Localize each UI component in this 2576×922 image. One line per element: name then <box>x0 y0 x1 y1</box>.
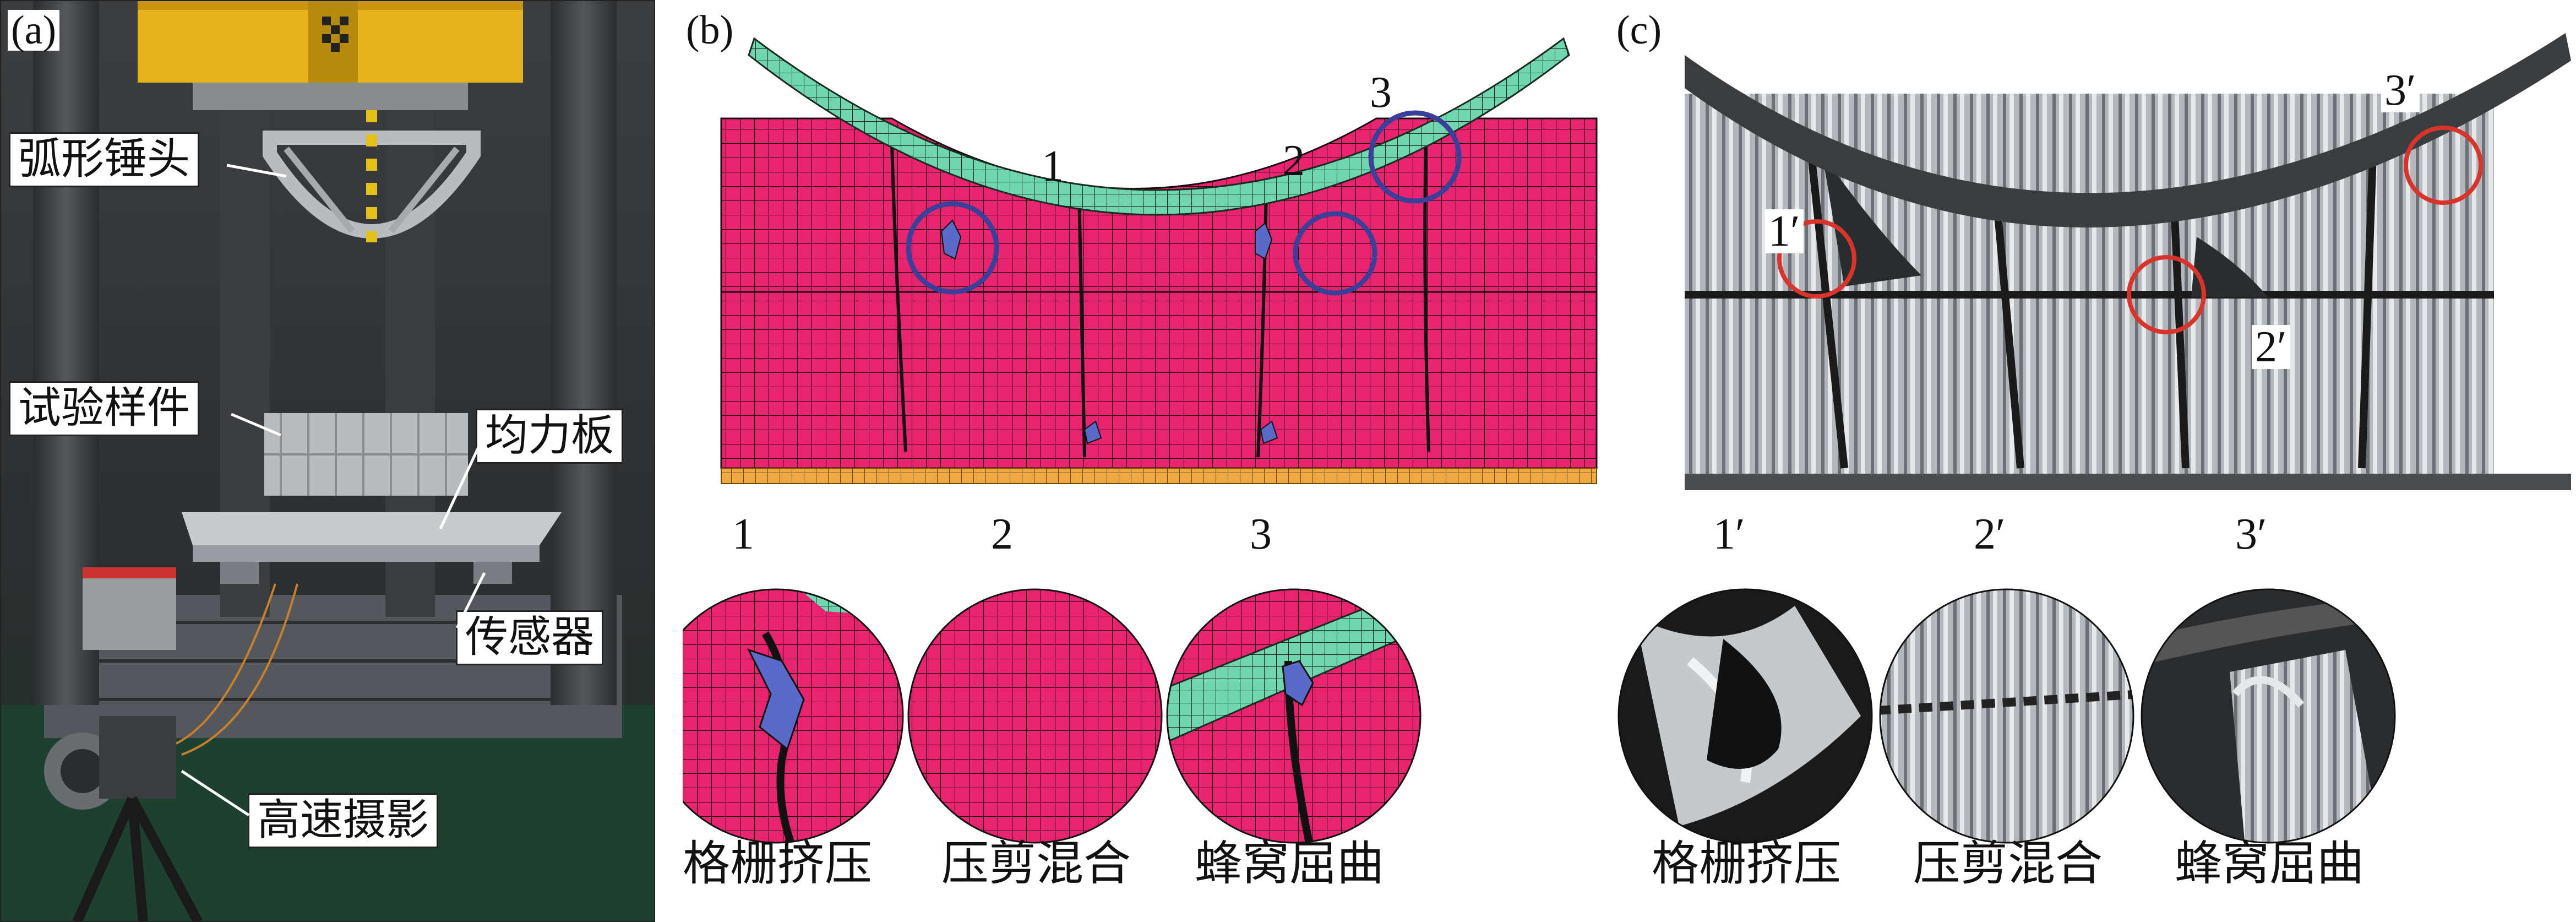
caption-b-2: 压剪混合 <box>941 836 1131 891</box>
callout-hammer: 弧形锤头 <box>9 132 200 187</box>
caption-c-2: 压剪混合 <box>1913 836 2103 891</box>
callout-sensor: 传感器 <box>456 610 604 665</box>
caption-c-1: 格栅挤压 <box>1652 836 1841 891</box>
detail-label-2-prime: 2′ <box>1974 510 2006 558</box>
detail-label-2: 2 <box>991 510 1013 558</box>
caption-b-1: 格栅挤压 <box>683 836 872 891</box>
marker-1: 1 <box>1042 142 1064 191</box>
panel-c-experiment: (c) 1′ 2′ 3′ 1′ 2′ 3′ 格栅挤压 压剪混合 蜂窝屈曲 <box>1613 0 2576 922</box>
caption-c-3: 蜂窝屈曲 <box>2175 836 2364 891</box>
panel-c-label: (c) <box>1613 10 1665 51</box>
fe-model-illustration <box>683 37 1598 844</box>
test-rig-illustration <box>0 0 655 922</box>
callout-plate: 均力板 <box>476 409 624 464</box>
detail-label-3: 3 <box>1250 510 1272 558</box>
detail-label-1-prime: 1′ <box>1713 510 1745 558</box>
panel-b-label: (b) <box>683 10 737 51</box>
marker-2: 2 <box>1283 137 1305 185</box>
callout-leader-lines <box>181 164 486 817</box>
marker-3-prime: 3′ <box>2381 68 2420 112</box>
detail-label-1: 1 <box>732 510 754 558</box>
marker-1-prime: 1′ <box>1765 209 1804 253</box>
panel-b-simulation: (b) 1 2 3 1 2 3 格栅挤压 压剪混合 蜂窝屈曲 <box>683 0 1608 922</box>
marker-2-prime: 2′ <box>2252 325 2290 369</box>
panel-a-photo: (a) 弧形锤头 试验样件 均力板 传感器 高速摄影 <box>0 0 655 922</box>
marker-3: 3 <box>1370 68 1392 117</box>
callout-specimen: 试验样件 <box>9 381 200 436</box>
detail-label-3-prime: 3′ <box>2235 510 2267 558</box>
specimen-photo-illustration <box>1618 33 2571 844</box>
panel-a-label: (a) <box>8 10 60 51</box>
callout-camera: 高速摄影 <box>248 793 439 848</box>
caption-b-3: 蜂窝屈曲 <box>1195 836 1384 891</box>
